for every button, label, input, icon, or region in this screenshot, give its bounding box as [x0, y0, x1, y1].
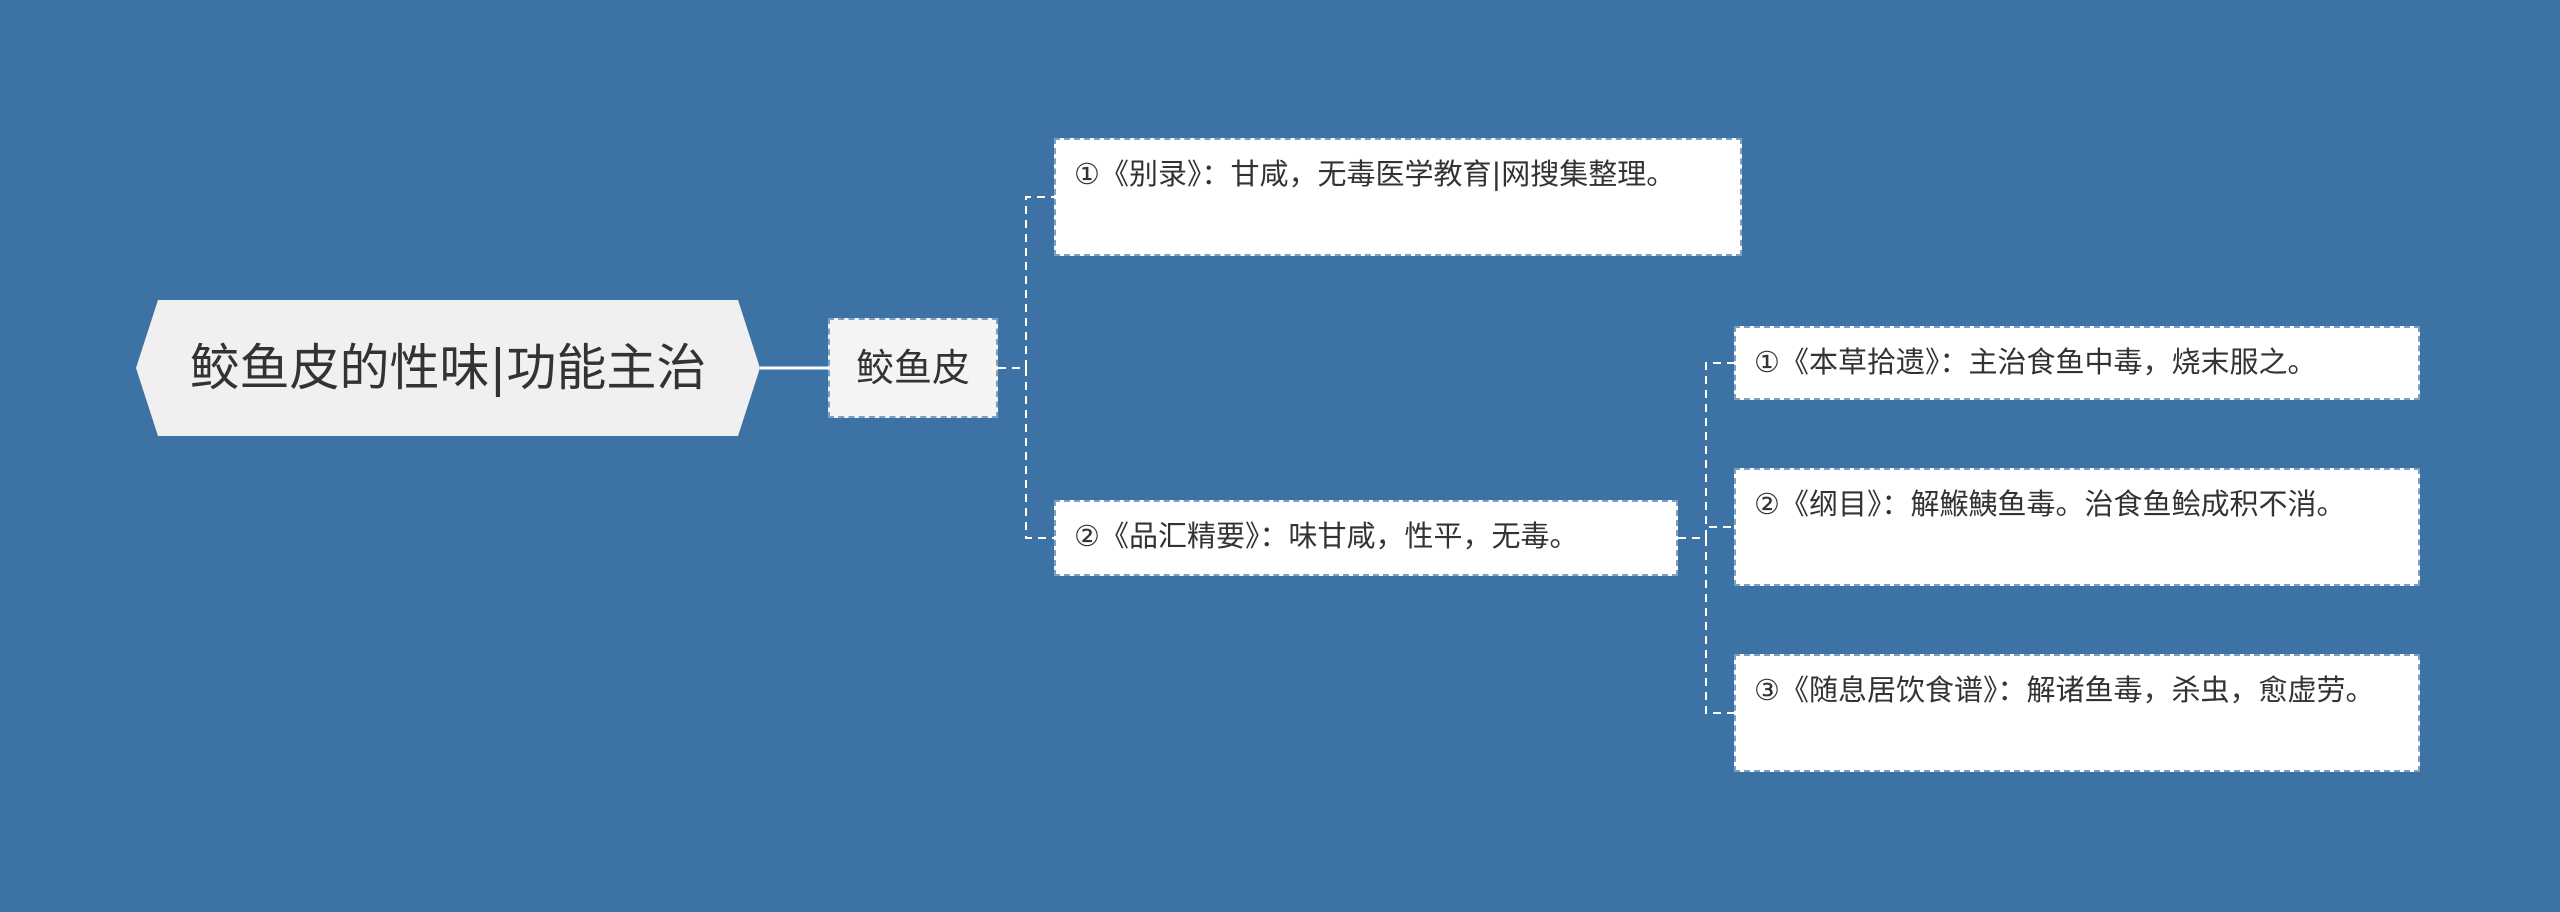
item-2-to-subitem-2-connector — [1678, 526, 1734, 539]
mindmap-subitem-node[interactable]: ①《本草拾遗》：主治食鱼中毒，烧末服之。 — [1734, 326, 2420, 400]
item-2-to-subitem-1-connector — [1678, 362, 1734, 539]
mindmap-subitem-label: ①《本草拾遗》：主治食鱼中毒，烧末服之。 — [1754, 345, 2317, 379]
mindmap-item-label: ②《品汇精要》：味甘咸，性平，无毒。 — [1074, 519, 1579, 553]
mindmap-subitem-label: ②《纲目》：解鯸鮧鱼毒。治食鱼鲙成积不消。 — [1754, 487, 2346, 521]
item-2-to-subitem-3-connector — [1678, 537, 1734, 714]
mindmap-branch-node[interactable]: 鲛鱼皮 — [828, 318, 998, 418]
branch-to-item-2-connector — [998, 367, 1054, 539]
mindmap-subitem-node[interactable]: ③《随息居饮食谱》：解诸鱼毒，杀虫，愈虚劳。 — [1734, 654, 2420, 772]
mindmap-item-node[interactable]: ②《品汇精要》：味甘咸，性平，无毒。 — [1054, 500, 1678, 576]
mindmap-item-label: ①《别录》：甘咸，无毒医学教育|网搜集整理。 — [1074, 157, 1676, 191]
mindmap-root-label: 鲛鱼皮的性味|功能主治 — [189, 339, 707, 397]
mindmap-branch-label: 鲛鱼皮 — [855, 346, 970, 390]
mindmap-subitem-label: ③《随息居饮食谱》：解诸鱼毒，杀虫，愈虚劳。 — [1754, 673, 2375, 707]
mindmap-root-node[interactable]: 鲛鱼皮的性味|功能主治 — [136, 300, 760, 436]
branch-to-item-1-connector — [998, 196, 1054, 369]
mindmap-item-node[interactable]: ①《别录》：甘咸，无毒医学教育|网搜集整理。 — [1054, 138, 1742, 256]
mindmap-subitem-node[interactable]: ②《纲目》：解鯸鮧鱼毒。治食鱼鲙成积不消。 — [1734, 468, 2420, 586]
